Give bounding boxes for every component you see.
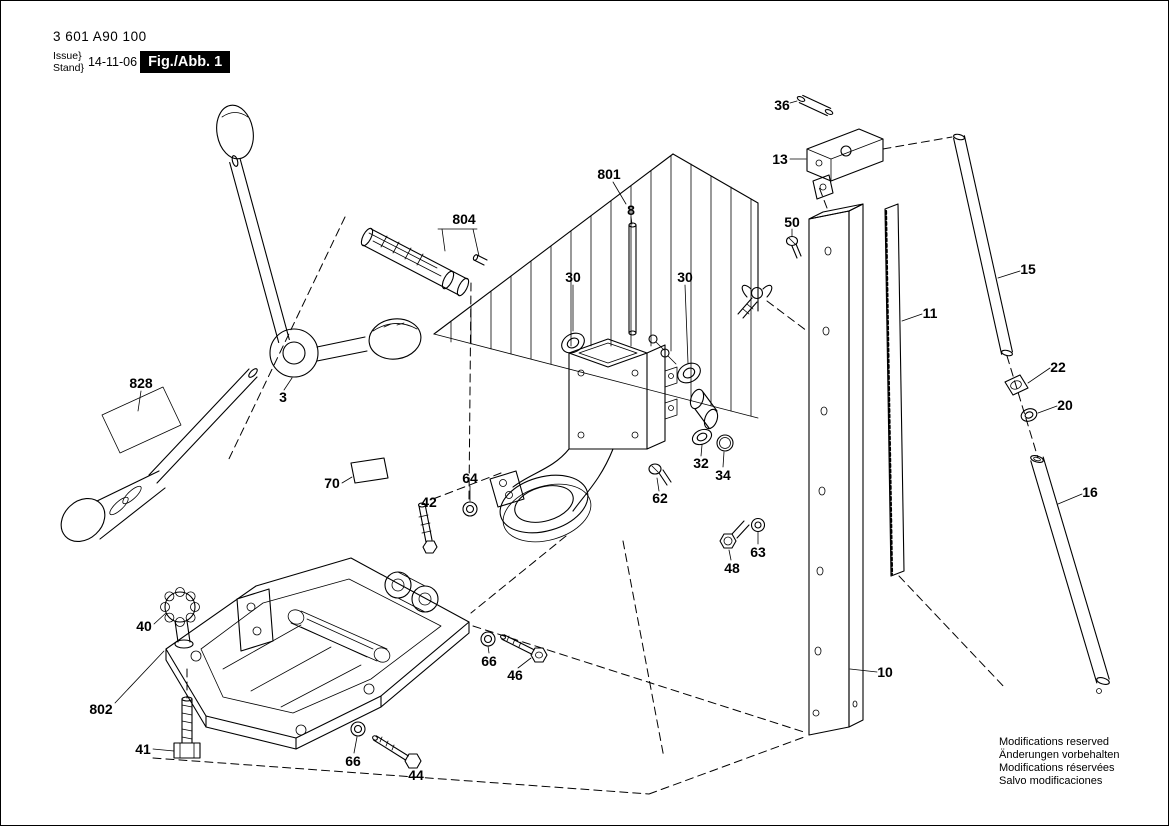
issue-date: 14-11-06: [87, 55, 138, 69]
part-label-804: 804: [452, 211, 476, 227]
part-number: 3 601 A90 100: [53, 29, 147, 44]
base-fasteners: [173, 631, 548, 769]
part-label-30: 30: [677, 269, 693, 285]
depth-rod-8: [628, 222, 637, 336]
part-label-22: 22: [1050, 359, 1066, 375]
modifications-line: Modifications reserved: [999, 736, 1110, 748]
part-label-62: 62: [652, 490, 668, 506]
part-label-10: 10: [877, 664, 893, 680]
part-label-50: 50: [784, 214, 800, 230]
issue-label: Issue}: [53, 50, 82, 62]
part-label-70: 70: [324, 475, 340, 491]
part-label-30: 30: [565, 269, 581, 285]
modifications-line: Salvo modificaciones: [999, 775, 1103, 787]
part-label-42: 42: [421, 494, 437, 510]
part-label-36: 36: [774, 97, 790, 113]
handle-assembly: [216, 104, 422, 378]
part-label-66: 66: [345, 753, 361, 769]
part-label-48: 48: [724, 560, 740, 576]
base-plate-802: [165, 557, 470, 750]
part-label-32: 32: [693, 455, 709, 471]
part-label-40: 40: [136, 618, 152, 634]
column-cap-13: [796, 94, 884, 200]
part-label-801: 801: [597, 166, 621, 182]
part-label-3: 3: [279, 389, 287, 405]
part-label-46: 46: [507, 667, 523, 683]
part-label-828: 828: [129, 375, 153, 391]
column-10: [808, 203, 864, 736]
part-label-20: 20: [1057, 397, 1073, 413]
modifications-note: Modifications reserved Änderungen vorbeh…: [999, 736, 1119, 788]
carriage-housing: [489, 338, 678, 543]
spline-shaft-804: [360, 227, 488, 297]
part-label-15: 15: [1020, 261, 1036, 277]
part-label-66: 66: [481, 653, 497, 669]
feed-handle-828: [60, 368, 258, 543]
part-label-802: 802: [89, 701, 113, 717]
modifications-line: Änderungen vorbehalten: [999, 749, 1120, 761]
part-label-63: 63: [750, 544, 766, 560]
stand-label: Stand}: [53, 62, 84, 74]
cover-panel-801: [433, 153, 759, 419]
leader-lines: [114, 100, 1083, 754]
part-label-34: 34: [715, 467, 731, 483]
title-block: 3 601 A90 100 Issue} Stand} 14-11-06 Fig…: [53, 29, 231, 74]
part-label-41: 41: [135, 741, 151, 757]
figure-badge: Fig./Abb. 1: [140, 51, 231, 73]
modifications-line: Modifications réservées: [999, 762, 1115, 774]
construction-lines: [152, 136, 1039, 795]
guide-rods: [953, 133, 1110, 694]
part-label-8: 8: [627, 202, 635, 218]
part-label-64: 64: [462, 470, 478, 486]
bushings-30: [561, 332, 719, 430]
rack-11: [884, 203, 905, 577]
carriage-fasteners: [350, 235, 802, 554]
part-label-44: 44: [408, 767, 424, 783]
part-label-13: 13: [772, 151, 788, 167]
clamp-knob-40: [160, 587, 200, 649]
part-label-11: 11: [922, 305, 938, 321]
part-label-16: 16: [1082, 484, 1098, 500]
